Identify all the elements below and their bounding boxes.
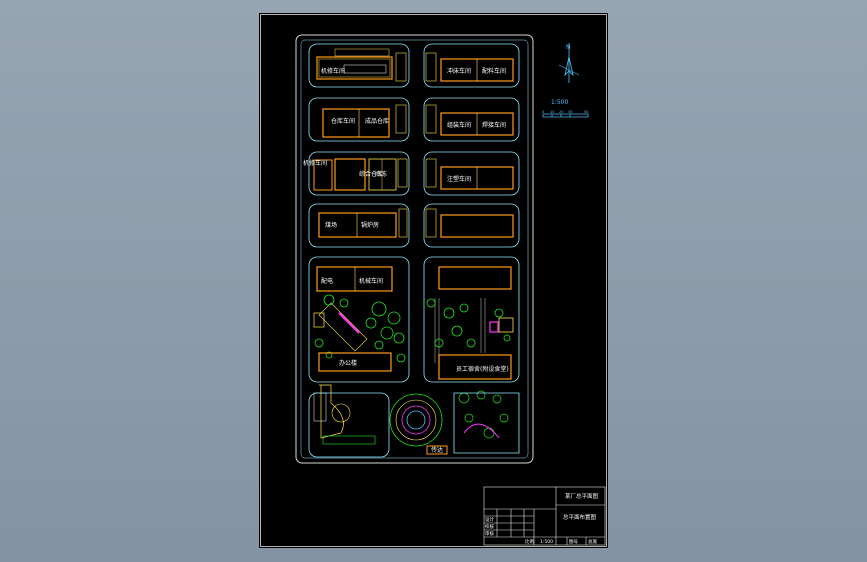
scale-text: 1:500 bbox=[551, 99, 568, 106]
garden-bottom-right bbox=[458, 390, 509, 439]
scale-tick: 20 bbox=[559, 110, 563, 114]
north-arrow: N bbox=[558, 43, 580, 83]
trees-l5 bbox=[314, 294, 406, 363]
building-l3 bbox=[334, 158, 366, 191]
building-label: 注塑车间 bbox=[447, 175, 471, 183]
building-label: 仓库车间 bbox=[331, 117, 355, 125]
block-r4 bbox=[423, 203, 520, 248]
circular-plaza bbox=[389, 393, 443, 447]
building-label: 冷冻 bbox=[375, 170, 387, 178]
title-row-label: 设计 bbox=[485, 516, 494, 523]
building-label: 办公楼 bbox=[339, 359, 357, 367]
title-drawing-name: 总平面布置图 bbox=[563, 513, 597, 521]
building-r5 bbox=[438, 266, 512, 290]
scale-tick: 30 bbox=[568, 110, 572, 114]
building-label: 机修车间 bbox=[303, 159, 327, 167]
north-label: N bbox=[566, 44, 571, 51]
building-label: 员工宿舍(附设食堂) bbox=[456, 365, 509, 373]
building-label: 成品仓库 bbox=[365, 117, 389, 125]
building-label: 锅炉房 bbox=[361, 221, 379, 229]
block-r1 bbox=[423, 43, 520, 88]
block-l3 bbox=[308, 151, 410, 196]
title-project: 某厂总平面图 bbox=[565, 492, 599, 500]
site-plan-drawing: 机修车间 仓库车间 成品仓库 机修车间 综合仓库 冷冻 煤场 锅炉房 bbox=[260, 14, 607, 547]
block-l4 bbox=[308, 203, 410, 248]
scale-tick: 50 bbox=[584, 110, 588, 114]
building-label: 冲床车间 bbox=[447, 67, 471, 75]
building-l2 bbox=[322, 108, 390, 138]
building-label: 传达 bbox=[431, 446, 443, 454]
building-label: 配料车间 bbox=[482, 67, 506, 75]
building-r4 bbox=[440, 214, 514, 238]
site-boundary bbox=[295, 34, 534, 464]
title-row-label: 审核 bbox=[485, 530, 494, 537]
site-inner-road bbox=[300, 39, 529, 459]
trees-r5 bbox=[426, 298, 511, 348]
title-row-label: 校核 bbox=[485, 523, 494, 530]
building-l4 bbox=[318, 212, 397, 238]
building-dorm bbox=[438, 354, 512, 380]
title-footer: 图号 bbox=[569, 539, 578, 545]
building-gate bbox=[426, 445, 448, 455]
building-label: 综合仓库 bbox=[359, 170, 383, 178]
inner-frame bbox=[260, 14, 607, 547]
building-label: 机修车间 bbox=[321, 67, 345, 75]
building-label: 煤场 bbox=[325, 221, 337, 229]
building-label: 组装车间 bbox=[447, 121, 471, 129]
building-office bbox=[318, 352, 392, 372]
scale-tick: 0 bbox=[542, 110, 544, 114]
title-footer: 总施 bbox=[588, 538, 597, 545]
block-l1 bbox=[308, 43, 410, 88]
building-l5 bbox=[316, 266, 393, 292]
building-label: 机械车间 bbox=[359, 277, 383, 285]
block-l2 bbox=[308, 97, 410, 142]
title-footer: 比例 bbox=[525, 538, 534, 545]
building-label: 配电 bbox=[321, 277, 333, 285]
block-r3 bbox=[423, 151, 520, 196]
block-l5 bbox=[308, 256, 410, 383]
building-label: 焊接车间 bbox=[482, 121, 506, 129]
block-r5 bbox=[423, 256, 520, 383]
building-l1 bbox=[316, 56, 393, 80]
block-l6 bbox=[308, 392, 390, 458]
drawing-sheet: 机修车间 仓库车间 成品仓库 机修车间 综合仓库 冷冻 煤场 锅炉房 bbox=[259, 13, 608, 548]
scale-tick: 10 bbox=[550, 110, 554, 114]
title-block bbox=[483, 486, 606, 546]
block-r2 bbox=[423, 97, 520, 142]
title-footer: 1:500 bbox=[540, 539, 553, 545]
scale-bar bbox=[542, 113, 589, 118]
